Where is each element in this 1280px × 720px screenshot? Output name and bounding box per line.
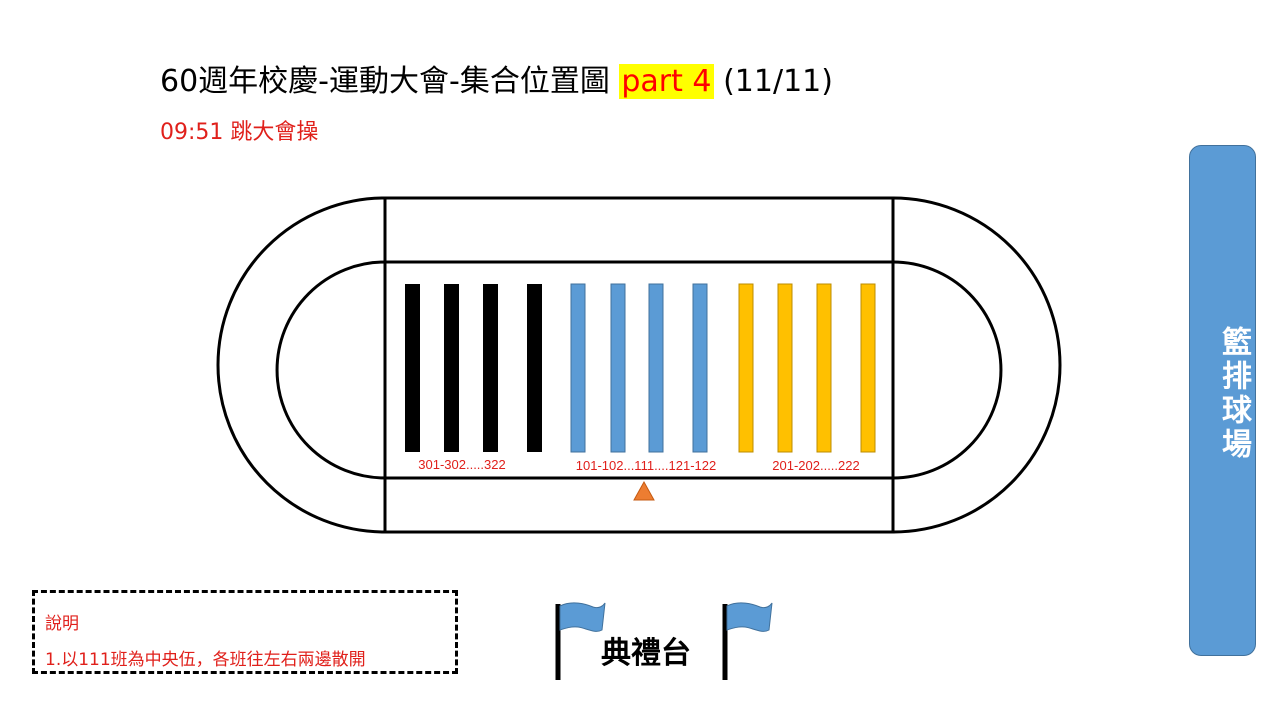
- court-label: 籃排球場: [1216, 326, 1251, 462]
- note-box: 說明 1.以111班為中央伍，各班往左右兩邊散開: [32, 590, 458, 674]
- class-bar-grade2-4: [860, 283, 876, 453]
- class-bar-grade3-4: [527, 284, 542, 452]
- court-box: 籃排球場: [1189, 145, 1256, 656]
- group-label-grade2: 201-202.....222: [772, 458, 859, 473]
- class-bar-grade1-1: [570, 283, 586, 453]
- class-bar-grade1-2: [610, 283, 626, 453]
- class-bar-grade3-2: [444, 284, 459, 452]
- class-bars: [405, 283, 876, 453]
- title-suffix: (11/11): [723, 64, 833, 99]
- infield: [383, 260, 895, 480]
- bottom-straight: [383, 476, 895, 534]
- note-heading: 說明: [45, 614, 79, 634]
- note-text: 1.以111班為中央伍，各班往左右兩邊散開: [45, 650, 366, 670]
- outer-track: [216, 196, 1062, 534]
- class-bar-grade1-3: [648, 283, 664, 453]
- stage-flag-left-icon: [555, 602, 606, 680]
- class-bar-grade2-3: [816, 283, 832, 453]
- class-bar-grade2-1: [738, 283, 754, 453]
- group-label-grade1: 101-102...111....121-122: [576, 458, 716, 473]
- stage-flag-right-icon: [722, 602, 773, 680]
- stage-label: 典禮台: [601, 636, 691, 671]
- class-bar-grade3-1: [405, 284, 420, 452]
- title-highlight: part 4: [619, 64, 714, 99]
- center-marker-triangle-icon: [633, 480, 655, 501]
- title-prefix: 60週年校慶-運動大會-集合位置圖: [160, 64, 610, 99]
- class-bar-grade2-2: [777, 283, 793, 453]
- page-title: 60週年校慶-運動大會-集合位置圖 part 4 (11/11): [160, 62, 833, 102]
- class-bar-grade1-4: [692, 283, 708, 453]
- group-label-grade3: 301-302.....322: [418, 457, 505, 472]
- schedule-subtitle: 09:51 跳大會操: [160, 120, 319, 145]
- top-straight: [383, 196, 895, 264]
- class-bar-grade3-3: [483, 284, 498, 452]
